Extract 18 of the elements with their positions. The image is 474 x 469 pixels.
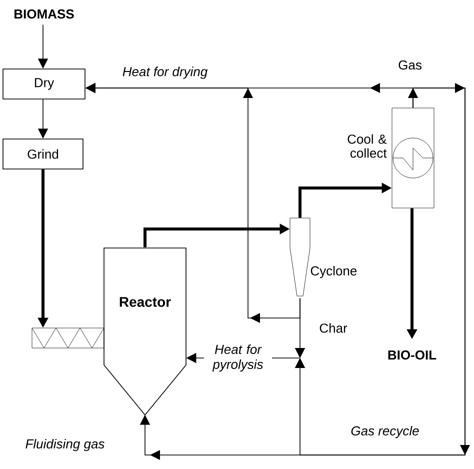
condenser: Cool & collect	[348, 108, 434, 208]
edge-label: Heat for pyrolysis	[204, 343, 272, 373]
stream-label: BIO-OIL	[388, 350, 436, 360]
edge-label: Heat for drying	[122, 66, 208, 79]
flow-label: Gas	[398, 60, 422, 70]
cyclone: Cyclone	[290, 218, 357, 296]
screw-feeder	[32, 328, 104, 348]
process-box: Grind	[2, 138, 84, 170]
flow-label: Fluidising gas	[26, 438, 104, 452]
stream-label: BIOMASS	[14, 9, 74, 19]
node-label: Cool & collect	[348, 134, 387, 158]
flow-label: Gas recycle	[351, 426, 419, 438]
edge-label: Char	[320, 323, 348, 333]
reactor-vessel: Reactor	[104, 248, 186, 416]
node-label: Cyclone	[310, 266, 357, 278]
arrow	[294, 88, 466, 456]
process-box: Dry	[2, 68, 86, 100]
arrow	[140, 83, 470, 460]
